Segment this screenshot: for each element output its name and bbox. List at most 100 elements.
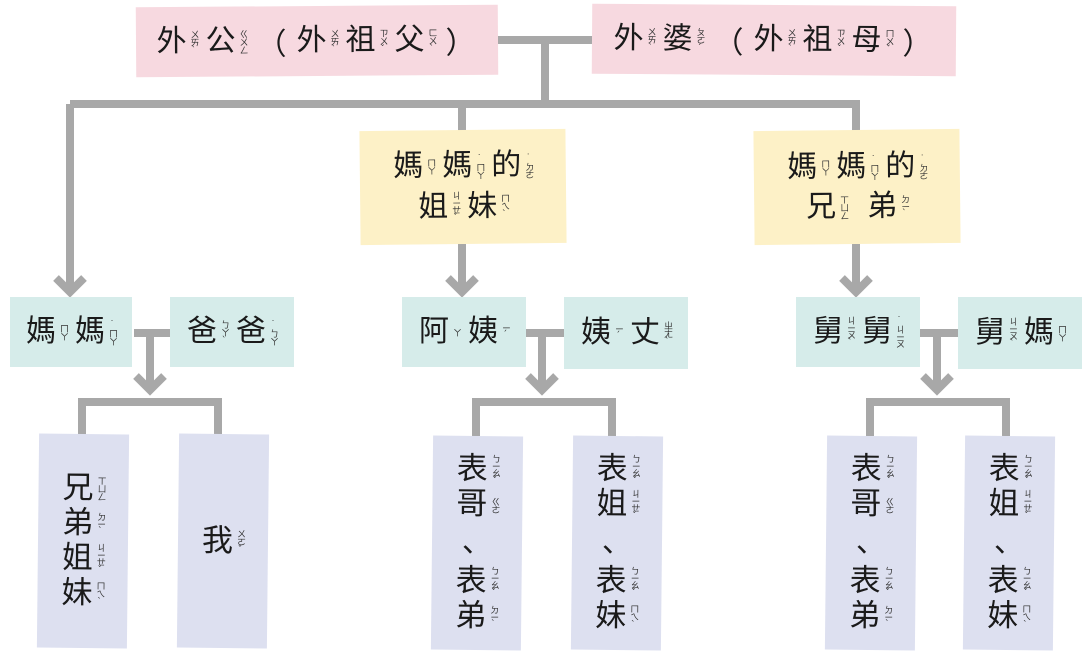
grandfather-label: 外ㄨㄞˋ 公ㄍㄨㄥ （ 外ㄨㄞˋ 祖ㄗㄨˇ 父ㄈㄨˋ ） bbox=[152, 18, 481, 64]
mom-label: 媽ㄇㄚ 媽˙ㄇㄚ bbox=[22, 317, 120, 347]
char: 表ㄅㄧㄠˇ bbox=[988, 450, 1032, 487]
char: 的˙ㄉㄜ bbox=[885, 148, 928, 184]
char: 舅ㄐㄧㄡˋ bbox=[813, 313, 855, 349]
uncle-sons-label: 表ㄅㄧㄠˇ 哥ㄍㄜ 、 表ㄅㄧㄠˇ 弟ㄉㄧˋ bbox=[849, 450, 894, 635]
separator: 、 bbox=[601, 524, 633, 561]
node-siblings[interactable]: 兄ㄒㄩㄥ 弟ㄉㄧˋ 姐ㄐㄧㄝˇ 妹ㄇㄟˋ bbox=[36, 433, 130, 649]
char: 弟ㄉㄧˋ bbox=[455, 597, 499, 635]
char: 爸ㄅㄚˋ bbox=[187, 314, 229, 349]
paren-close: ） bbox=[445, 25, 476, 62]
char: 姐ㄐㄧㄝˇ bbox=[988, 485, 1032, 523]
node-mom[interactable]: 媽ㄇㄚ 媽˙ㄇㄚ bbox=[10, 297, 132, 367]
node-mothers-sisters[interactable]: 媽ㄇㄚ 媽˙ㄇㄚ 的˙ㄉㄜ 姐ㄐㄧㄝˇ 妹ㄇㄟˋ bbox=[359, 128, 567, 246]
char: 丈ㄓㄤˋ bbox=[630, 315, 672, 350]
char: 弟ㄉㄧˋ bbox=[62, 504, 106, 541]
char: 我ㄨㄛˇ bbox=[201, 522, 246, 559]
node-aunt[interactable]: 阿ㄚ 姨ㄧˊ bbox=[402, 297, 526, 367]
char: 哥ㄍㄜ bbox=[456, 485, 500, 523]
char: 妹ㄇㄟˋ bbox=[467, 188, 510, 224]
char: 媽ㄇㄚ bbox=[26, 314, 68, 349]
char: 妹ㄇㄟˋ bbox=[595, 598, 639, 635]
char: 媽ㄇㄚ bbox=[1024, 314, 1066, 350]
char: 外ㄨㄞˋ bbox=[156, 23, 199, 60]
char: 外ㄨㄞˋ bbox=[753, 21, 796, 58]
node-aunt-husband[interactable]: 姨ㄧˊ 丈ㄓㄤˋ bbox=[564, 297, 688, 369]
node-me[interactable]: 我ㄨㄛˇ bbox=[176, 433, 270, 649]
char: 公ㄍㄨㄥ bbox=[205, 23, 248, 59]
char: 姨ㄧˊ bbox=[468, 314, 510, 349]
char: 阿ㄚ bbox=[419, 314, 461, 349]
arrow-to-children-aunt bbox=[525, 373, 559, 396]
arrow-to-children-parents bbox=[133, 373, 167, 396]
char: 媽˙ㄇㄚ bbox=[442, 148, 485, 184]
arrow-to-mom bbox=[53, 275, 87, 298]
separator: 、 bbox=[993, 524, 1025, 561]
node-mothers-brothers[interactable]: 媽ㄇㄚ 媽˙ㄇㄚ 的˙ㄉㄜ 兄ㄒㄩㄥ 弟ㄉㄧˋ bbox=[753, 128, 961, 246]
char: 表ㄅㄧㄠˇ bbox=[595, 562, 639, 600]
aunt-daughters-label: 表ㄅㄧㄠˇ 姐ㄐㄧㄝˇ 、 表ㄅㄧㄠˇ 妹ㄇㄟˋ bbox=[595, 450, 640, 635]
branch-line-aunt-children bbox=[472, 398, 616, 436]
char: 表ㄅㄧㄠˇ bbox=[850, 450, 894, 487]
char: 舅˙ㄐㄧㄡ bbox=[862, 313, 904, 349]
char: 父ㄈㄨˋ bbox=[394, 22, 437, 58]
char: 媽ㄇㄚ bbox=[393, 148, 436, 185]
node-dad[interactable]: 爸ㄅㄚˋ 爸˙ㄅㄚ bbox=[170, 297, 294, 367]
char: 媽˙ㄇㄚ bbox=[836, 148, 879, 185]
mothers-brothers-label: 媽ㄇㄚ 媽˙ㄇㄚ 的˙ㄉㄜ 兄ㄒㄩㄥ 弟ㄉㄧˋ bbox=[783, 148, 931, 225]
node-aunt-daughters[interactable]: 表ㄅㄧㄠˇ 姐ㄐㄧㄝˇ 、 表ㄅㄧㄠˇ 妹ㄇㄟˋ bbox=[570, 435, 664, 651]
branch-line-parents-children bbox=[78, 398, 222, 436]
separator: 、 bbox=[461, 524, 493, 561]
branch-line-uncle-children bbox=[866, 398, 1010, 436]
node-grandmother[interactable]: 外ㄨㄞˋ 婆ㄆㄛˊ （ 外ㄨㄞˋ 祖ㄗㄨˇ 母ㄇㄨˇ ） bbox=[591, 3, 957, 77]
char: 祖ㄗㄨˇ bbox=[802, 22, 845, 58]
char: 兄ㄒㄩㄥ bbox=[806, 189, 849, 225]
char: 表ㄅㄧㄠˇ bbox=[455, 562, 499, 600]
char: 舅ㄐㄧㄡˋ bbox=[975, 314, 1017, 350]
paren-close: ） bbox=[902, 26, 933, 63]
aunt-label: 阿ㄚ 姨ㄧˊ bbox=[415, 317, 513, 347]
char: 表ㄅㄧㄠˇ bbox=[456, 450, 500, 487]
aunt-sons-label: 表ㄅㄧㄠˇ 哥ㄍㄜ 、 表ㄅㄧㄠˇ 弟ㄉㄧˋ bbox=[455, 450, 500, 635]
arrow-to-aunt bbox=[445, 275, 479, 298]
node-uncle-wife[interactable]: 舅ㄐㄧㄡˋ 媽ㄇㄚ bbox=[958, 297, 1082, 369]
char: 姐ㄐㄧㄝˇ bbox=[418, 189, 461, 225]
char: 妹ㄇㄟˋ bbox=[987, 598, 1031, 635]
char: 表ㄅㄧㄠˇ bbox=[596, 450, 640, 487]
char: 表ㄅㄧㄠˇ bbox=[987, 562, 1031, 600]
char: 的˙ㄉㄜ bbox=[491, 147, 534, 184]
char: 祖ㄗㄨˇ bbox=[345, 22, 388, 58]
grandmother-label: 外ㄨㄞˋ 婆ㄆㄛˊ （ 外ㄨㄞˋ 祖ㄗㄨˇ 母ㄇㄨˇ ） bbox=[609, 17, 938, 63]
node-uncle-daughters[interactable]: 表ㄅㄧㄠˇ 姐ㄐㄧㄝˇ 、 表ㄅㄧㄠˇ 妹ㄇㄟˋ bbox=[962, 435, 1056, 651]
node-aunt-sons[interactable]: 表ㄅㄧㄠˇ 哥ㄍㄜ 、 表ㄅㄧㄠˇ 弟ㄉㄧˋ bbox=[430, 435, 524, 651]
uncle-wife-label: 舅ㄐㄧㄡˋ 媽ㄇㄚ bbox=[971, 317, 1069, 348]
char: 婆ㄆㄛˊ bbox=[662, 21, 705, 57]
char: 姨ㄧˊ bbox=[581, 315, 623, 350]
char: 媽˙ㄇㄚ bbox=[75, 314, 117, 349]
aunt-husband-label: 姨ㄧˊ 丈ㄓㄤˋ bbox=[577, 318, 675, 348]
dad-label: 爸ㄅㄚˋ 爸˙ㄅㄚ bbox=[183, 317, 281, 347]
node-grandfather[interactable]: 外ㄨㄞˋ 公ㄍㄨㄥ （ 外ㄨㄞˋ 祖ㄗㄨˇ 父ㄈㄨˋ ） bbox=[135, 4, 499, 78]
char: 哥ㄍㄜ bbox=[850, 485, 894, 523]
arrow-to-uncle bbox=[839, 275, 873, 298]
char: 外ㄨㄞˋ bbox=[296, 22, 339, 59]
char: 母ㄇㄨˇ bbox=[851, 22, 894, 58]
char: 媽ㄇㄚ bbox=[787, 149, 830, 185]
arrow-to-children-uncle bbox=[920, 373, 954, 396]
uncle-label: 舅ㄐㄧㄡˋ 舅˙ㄐㄧㄡ bbox=[809, 316, 907, 347]
char: 妹ㄇㄟˋ bbox=[61, 574, 105, 612]
char: 兄ㄒㄩㄥ bbox=[62, 469, 106, 506]
separator: 、 bbox=[855, 524, 887, 561]
siblings-label: 兄ㄒㄩㄥ 弟ㄉㄧˋ 姐ㄐㄧㄝˇ 妹ㄇㄟˋ bbox=[61, 469, 106, 612]
paren-open: （ bbox=[713, 25, 744, 61]
char: 姐ㄐㄧㄝˇ bbox=[596, 485, 640, 523]
paren-open: （ bbox=[256, 27, 287, 63]
char: 弟ㄉㄧˋ bbox=[867, 188, 910, 224]
char: 姐ㄐㄧㄝˇ bbox=[61, 539, 105, 577]
char: 爸˙ㄅㄚ bbox=[236, 314, 278, 349]
node-uncle-sons[interactable]: 表ㄅㄧㄠˇ 哥ㄍㄜ 、 表ㄅㄧㄠˇ 弟ㄉㄧˋ bbox=[824, 435, 918, 651]
uncle-daughters-label: 表ㄅㄧㄠˇ 姐ㄐㄧㄝˇ 、 表ㄅㄧㄠˇ 妹ㄇㄟˋ bbox=[987, 450, 1032, 635]
char: 表ㄅㄧㄠˇ bbox=[849, 562, 893, 600]
node-uncle[interactable]: 舅ㄐㄧㄡˋ 舅˙ㄐㄧㄡ bbox=[796, 297, 920, 367]
me-label: 我ㄨㄛˇ bbox=[201, 522, 246, 559]
